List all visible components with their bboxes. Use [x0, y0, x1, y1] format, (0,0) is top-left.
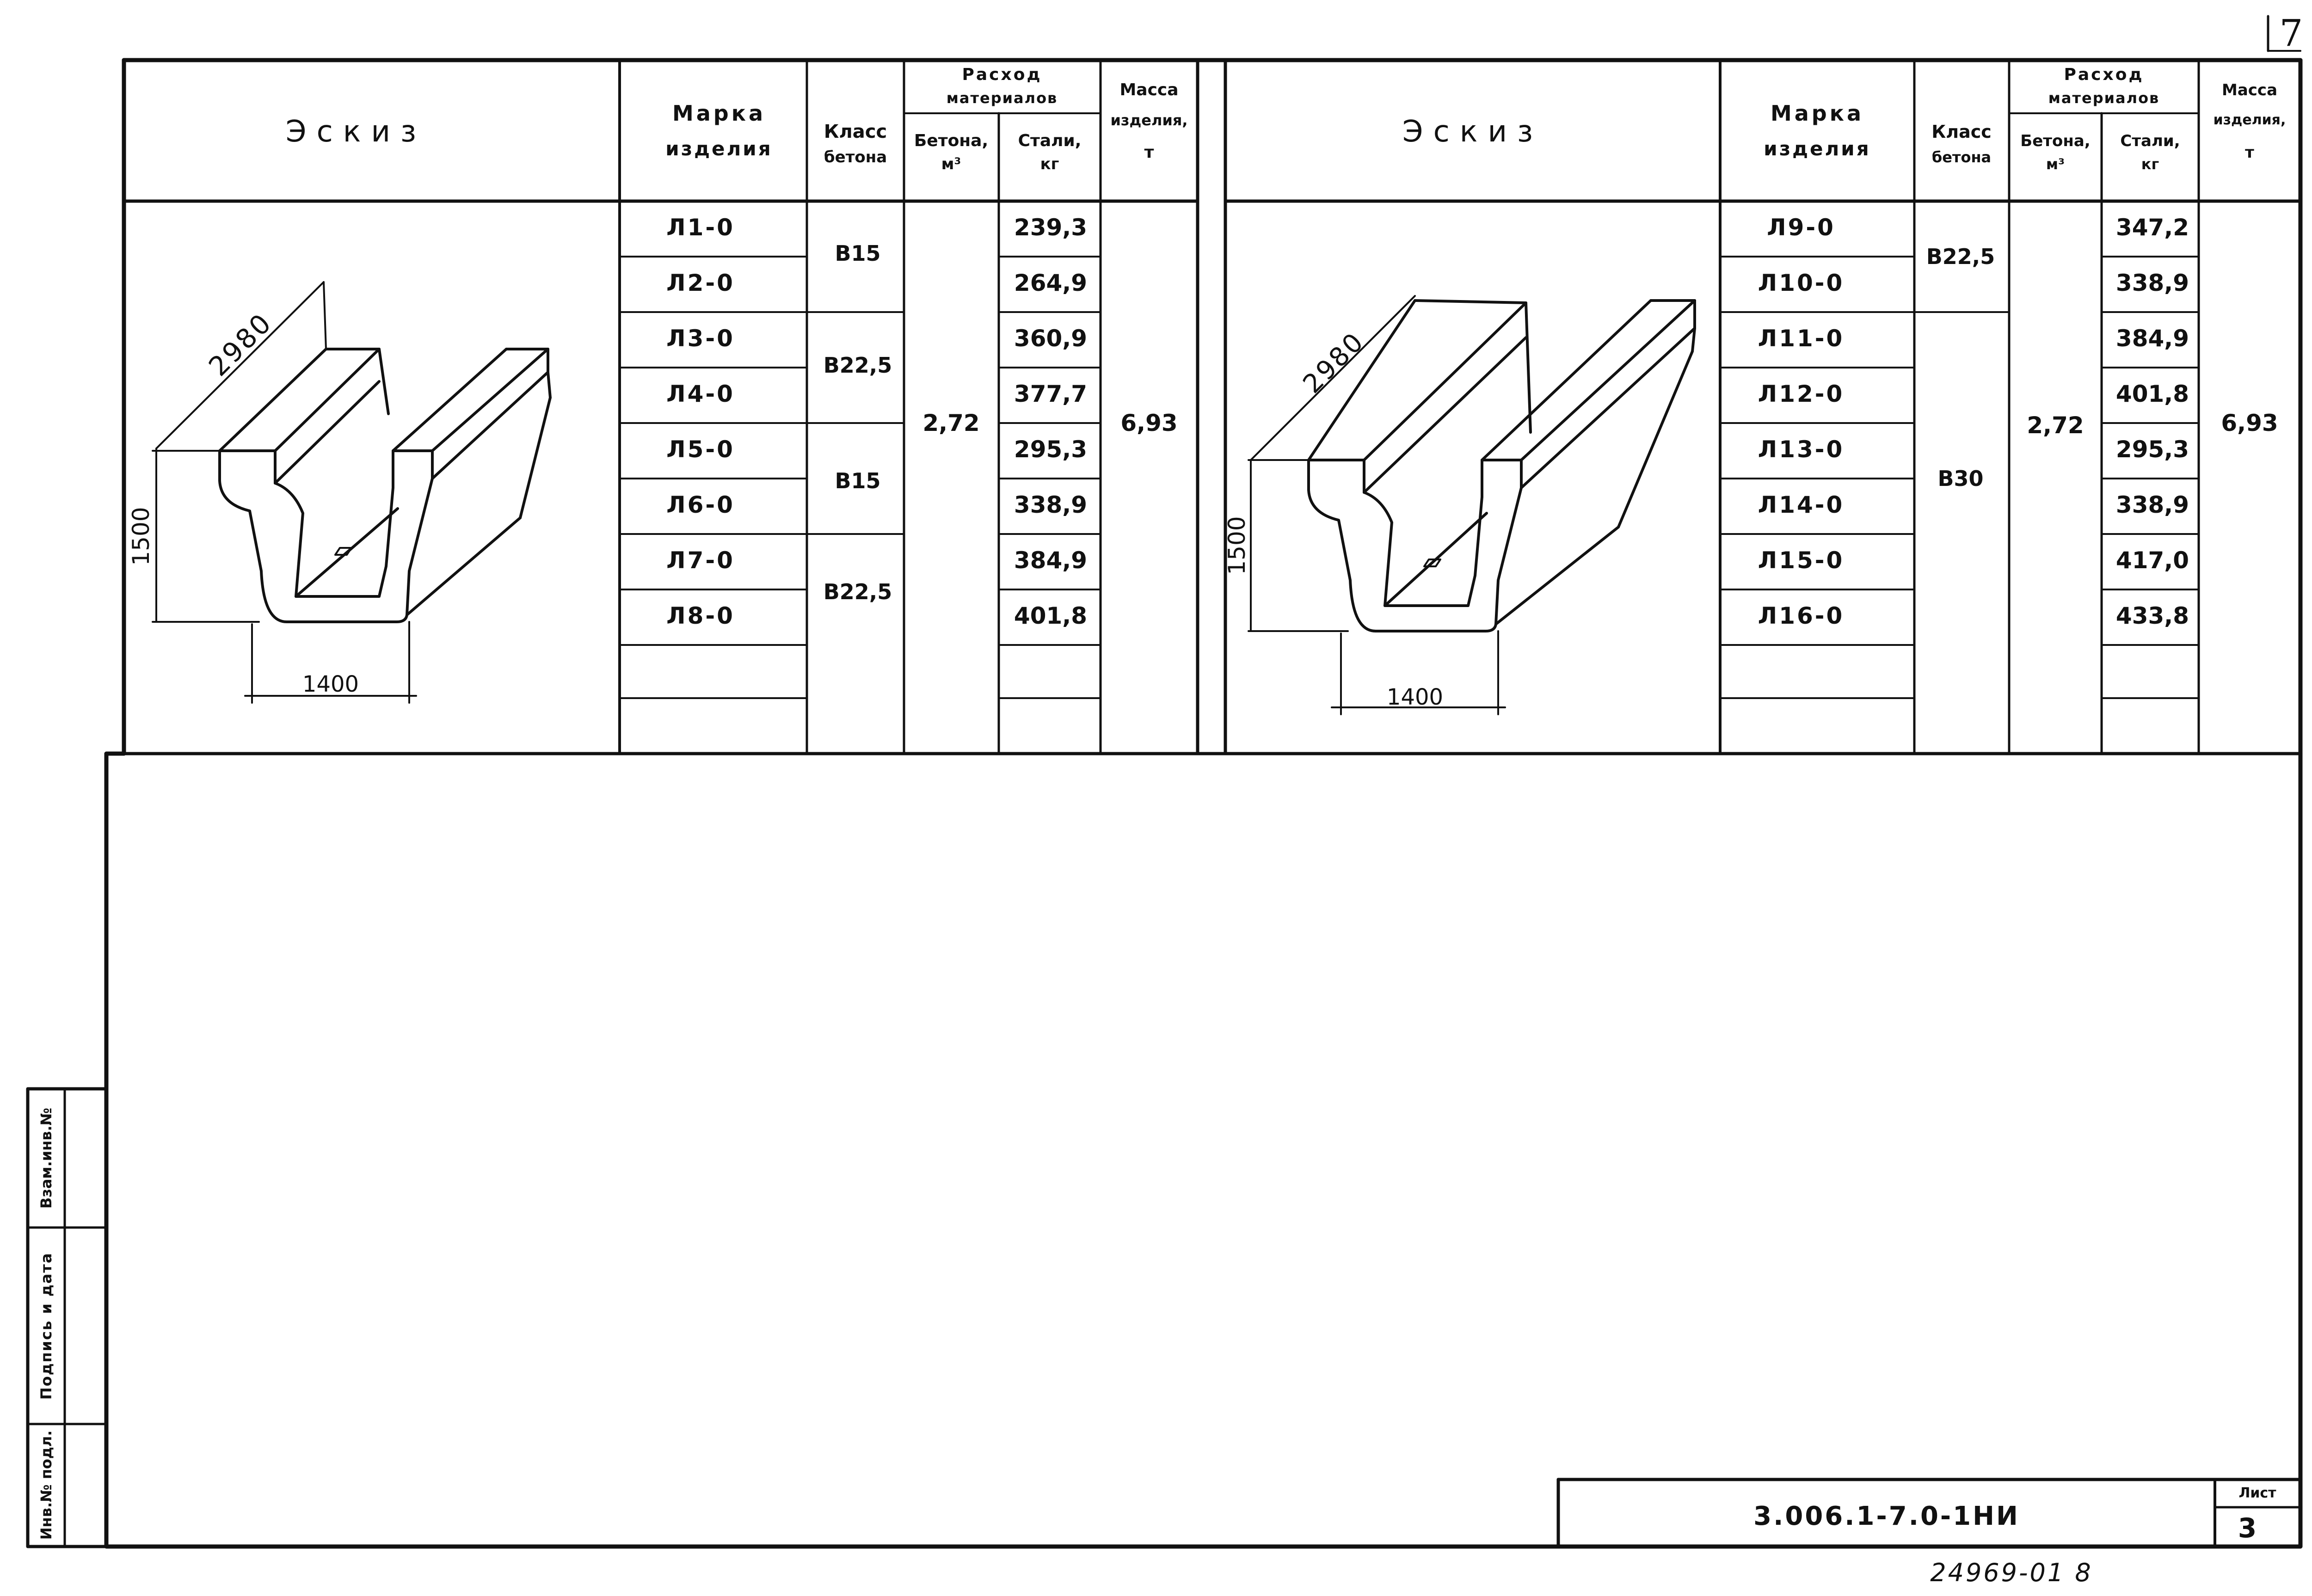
header-mark-line2: изделия: [665, 137, 773, 160]
steel-cell: 264,9: [1014, 270, 1088, 296]
header-mass-line3: т: [2245, 143, 2254, 162]
steel-cell: 338,9: [1014, 491, 1088, 518]
header-concrete-line2: м³: [2046, 155, 2065, 173]
header-class-line1: Класс: [824, 121, 887, 142]
steel-cell: 295,3: [2115, 436, 2189, 463]
header-consumption-line2: материалов: [2048, 89, 2160, 107]
header-class-line2: бетона: [1931, 148, 1992, 166]
steel-cell: 347,2: [2115, 214, 2189, 241]
concrete-value: 2,72: [2027, 412, 2084, 439]
steel-cell: 384,9: [2115, 325, 2189, 352]
header-mass-line2: изделия,: [1110, 111, 1188, 129]
steel-cell: 239,3: [1014, 214, 1088, 241]
class-cell: B15: [835, 241, 881, 266]
mark-cell: Л16-0: [1758, 602, 1845, 629]
mark-cell: Л3-0: [666, 325, 735, 352]
class-cell: B15: [835, 468, 881, 493]
steel-cell: 295,3: [1014, 436, 1088, 463]
header-consumption-line1: Расход: [2064, 65, 2144, 84]
header-consumption-line1: Расход: [962, 65, 1042, 84]
header-mark-line2: изделия: [1764, 137, 1871, 160]
header-steel-line1: Стали,: [1018, 131, 1082, 150]
steel-cell: 377,7: [1014, 381, 1088, 407]
mark-cell: Л6-0: [666, 491, 735, 518]
dim-width: 1400: [302, 671, 359, 697]
steel-cell: 433,8: [2115, 602, 2189, 629]
mark-cell: Л5-0: [666, 436, 735, 463]
mass-value: 6,93: [2221, 410, 2278, 436]
mark-cell: Л9-0: [1767, 214, 1835, 241]
mark-cell: Л10-0: [1758, 270, 1845, 296]
page-corner-number: 7: [2279, 12, 2303, 55]
header-mass-line3: т: [1144, 143, 1154, 162]
header-steel-line2: кг: [1040, 155, 1059, 173]
header-concrete-line2: м³: [941, 155, 961, 173]
dim-width: 1400: [1386, 684, 1444, 710]
stamp-signature-label: Подпись и дата: [37, 1252, 55, 1400]
header-steel-line2: кг: [2141, 155, 2159, 173]
header-mass-line1: Масса: [1119, 80, 1179, 99]
archive-number: 24969-01 8: [1930, 1558, 2093, 1587]
mark-cell: Л4-0: [666, 381, 735, 407]
tray-sketch-right: [1307, 299, 1696, 632]
header-mark-line1: Марка: [1770, 101, 1864, 126]
steel-cell: 417,0: [2115, 547, 2189, 574]
mark-cell: Л12-0: [1758, 381, 1845, 407]
mark-cell: Л8-0: [666, 602, 735, 629]
steel-cell: 401,8: [1014, 602, 1088, 629]
class-cell: B22,5: [1926, 244, 1995, 269]
mark-cell: Л14-0: [1758, 491, 1845, 518]
mark-cell: Л13-0: [1758, 436, 1845, 463]
mark-cell: Л1-0: [666, 214, 735, 241]
header-sketch: Эскиз: [1402, 115, 1543, 149]
dim-height: 1500: [128, 507, 154, 566]
steel-cell: 401,8: [2115, 381, 2189, 407]
header-class-line1: Класс: [1931, 122, 1992, 142]
tray-sketch-left: [218, 348, 552, 623]
header-concrete-line1: Бетона,: [2020, 132, 2091, 150]
concrete-value: 2,72: [922, 410, 980, 436]
header-mass-line1: Масса: [2221, 81, 2278, 99]
mark-cell: Л7-0: [666, 547, 735, 574]
sheet-label: Лист: [2238, 1485, 2276, 1501]
header-steel-line1: Стали,: [2120, 132, 2180, 150]
class-cell: B30: [1937, 466, 1984, 491]
header-class-line2: бетона: [824, 148, 887, 166]
header-mark-line1: Марка: [672, 101, 766, 126]
steel-cell: 338,9: [2115, 491, 2189, 518]
header-consumption-line2: материалов: [946, 89, 1058, 107]
sheet-number: 3: [2238, 1512, 2257, 1544]
mark-cell: Л2-0: [666, 270, 735, 296]
steel-cell: 384,9: [1014, 547, 1088, 574]
header-sketch: Эскиз: [285, 115, 427, 149]
mass-value: 6,93: [1120, 410, 1178, 436]
steel-cell: 338,9: [2115, 270, 2189, 296]
stamp-replacement-label: Взам.инв.№: [37, 1107, 55, 1209]
stamp-inventory-label: Инв.№ подл.: [37, 1430, 55, 1540]
header-concrete-line1: Бетона,: [914, 131, 989, 150]
mark-cell: Л11-0: [1758, 325, 1845, 352]
dim-height: 1500: [1224, 516, 1250, 575]
class-cell: B22,5: [823, 579, 892, 604]
mark-cell: Л15-0: [1758, 547, 1845, 574]
doc-code: 3.006.1-7.0-1НИ: [1753, 1501, 2020, 1531]
class-cell: B22,5: [823, 353, 892, 378]
steel-cell: 360,9: [1014, 325, 1088, 352]
header-mass-line2: изделия,: [2213, 112, 2286, 128]
